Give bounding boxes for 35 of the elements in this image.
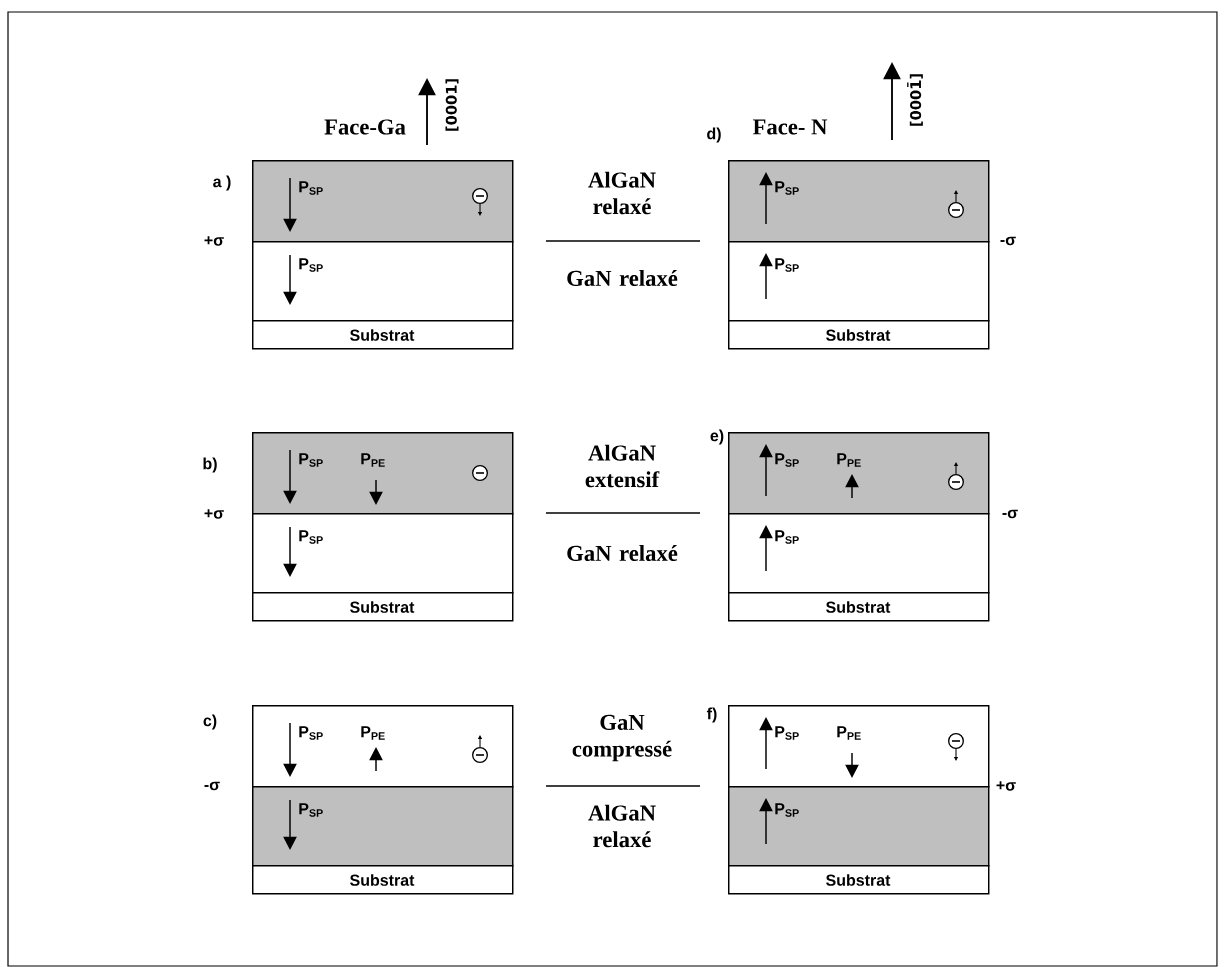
layer-box: Substrat bbox=[728, 865, 990, 895]
face-label: Face-Ga bbox=[324, 119, 406, 135]
layer-box: Substrat bbox=[728, 320, 990, 350]
layer-box: Substrat bbox=[252, 320, 514, 350]
face-label: Face- N bbox=[752, 119, 828, 135]
layer-description: AlGaN extensif bbox=[585, 444, 660, 488]
panel-letter: b) bbox=[203, 457, 217, 473]
layer-description: GaN compressé bbox=[572, 714, 672, 762]
charge-label: -σ bbox=[1002, 509, 1018, 519]
layer-box: P$_{SP}$ bbox=[728, 786, 990, 867]
layer-description: GaN relaxé bbox=[567, 270, 678, 286]
layer-box: P$_{SP}$ P$_{PE}$ bbox=[252, 432, 514, 515]
layer-box: P$_{SP}$ bbox=[252, 160, 514, 243]
layer-box: P$_{SP}$ P$_{PE}$ bbox=[728, 705, 990, 788]
charge-label: +σ bbox=[204, 509, 224, 519]
layer-box: Substrat bbox=[252, 592, 514, 622]
charge-label: -σ bbox=[204, 781, 220, 791]
charge-label: +σ bbox=[996, 781, 1016, 791]
panel-letter: d) bbox=[707, 127, 721, 143]
layer-description: AlGaN relaxé bbox=[588, 171, 656, 215]
layer-box: P$_{SP}$ bbox=[252, 786, 514, 867]
layer-box: Substrat bbox=[728, 592, 990, 622]
panel-letter: e) bbox=[710, 429, 724, 445]
layer-box: P$_{SP}$ bbox=[728, 160, 990, 243]
layer-box: P$_{SP}$ P$_{PE}$ bbox=[252, 705, 514, 788]
direction-label: [0001] bbox=[445, 79, 459, 131]
layer-description: GaN relaxé bbox=[567, 545, 678, 561]
panel-letter: a ) bbox=[213, 175, 231, 191]
layer-description: AlGaN relaxé bbox=[588, 804, 656, 848]
panel-letter: c) bbox=[203, 714, 217, 730]
direction-label: [0001̄] bbox=[907, 74, 923, 126]
layer-box: P$_{SP}$ P$_{PE}$ bbox=[728, 432, 990, 515]
layer-box: Substrat bbox=[252, 865, 514, 895]
charge-label: -σ bbox=[1000, 236, 1016, 246]
charge-label: +σ bbox=[204, 236, 224, 246]
